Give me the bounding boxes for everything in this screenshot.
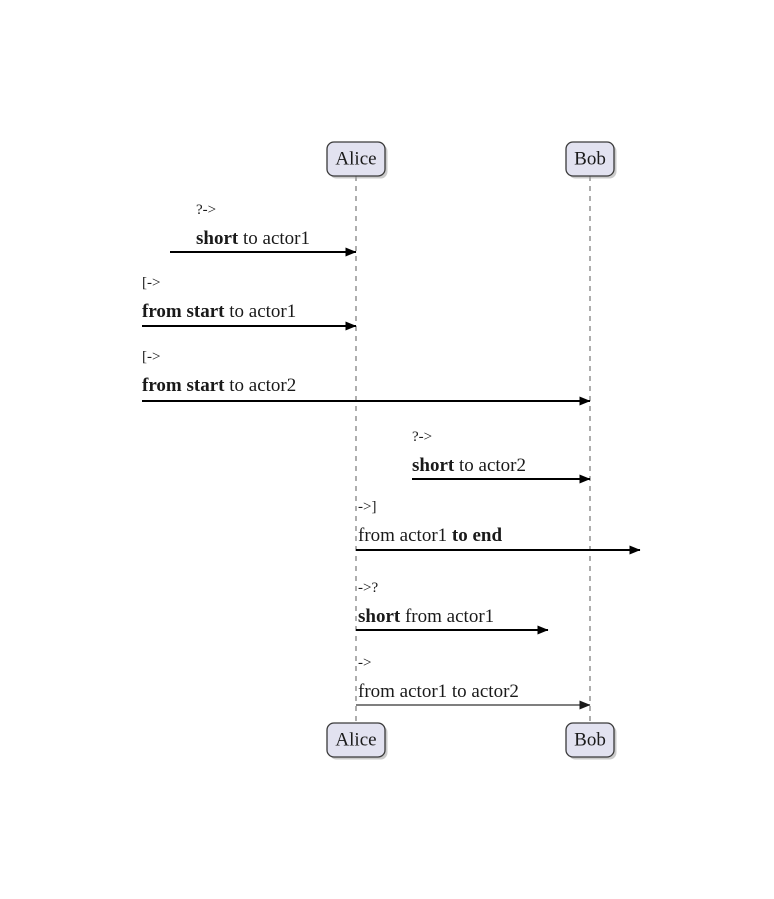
message-label: short from actor1 bbox=[358, 606, 494, 627]
message-4[interactable]: ->] from actor1 to end bbox=[356, 499, 641, 555]
actor-name-label: Alice bbox=[335, 729, 376, 750]
message-arrow-code: [-> bbox=[142, 349, 160, 365]
message-arrow-code: [-> bbox=[142, 275, 160, 291]
actor-name-label: Bob bbox=[574, 729, 606, 750]
message-label: short to actor2 bbox=[412, 455, 526, 476]
message-5[interactable]: ->? short from actor1 bbox=[356, 580, 549, 635]
message-1[interactable]: [-> from start to actor1 bbox=[142, 275, 357, 331]
message-arrow-code: ->] bbox=[358, 499, 376, 515]
actor-box-actor2-bottom[interactable]: Bob bbox=[565, 722, 617, 760]
message-label: from actor1 to actor2 bbox=[358, 681, 519, 702]
actor-box-actor1-top[interactable]: Alice bbox=[326, 141, 388, 179]
actor-box-rect[interactable] bbox=[326, 722, 386, 758]
actor-name-label: Alice bbox=[335, 148, 376, 169]
actor-box-rect[interactable] bbox=[326, 141, 386, 177]
message-6[interactable]: -> from actor1 to actor2 bbox=[356, 655, 591, 710]
message-arrow-code: ->? bbox=[358, 580, 378, 596]
message-2[interactable]: [-> from start to actor2 bbox=[142, 349, 591, 406]
actor-box-actor2-top[interactable]: Bob bbox=[565, 141, 617, 179]
actor-box-rect[interactable] bbox=[565, 141, 615, 177]
message-arrow-code: ?-> bbox=[412, 429, 432, 445]
message-label: from start to actor2 bbox=[142, 375, 296, 396]
message-label: short to actor1 bbox=[196, 228, 310, 249]
message-arrow-code: -> bbox=[358, 655, 371, 671]
actor-box-rect[interactable] bbox=[565, 722, 615, 758]
message-label: from start to actor1 bbox=[142, 301, 296, 322]
message-arrow-code: ?-> bbox=[196, 202, 216, 218]
lifelines-group bbox=[355, 176, 591, 723]
messages-group: ?-> short to actor1 [-> from start to actor… bbox=[142, 202, 641, 710]
actor-name-label: Bob bbox=[574, 148, 606, 169]
message-label: from actor1 to end bbox=[358, 525, 502, 546]
message-3[interactable]: ?-> short to actor2 bbox=[412, 429, 591, 484]
actor-box-actor1-bottom[interactable]: Alice bbox=[326, 722, 388, 760]
message-0[interactable]: ?-> short to actor1 bbox=[170, 202, 357, 257]
